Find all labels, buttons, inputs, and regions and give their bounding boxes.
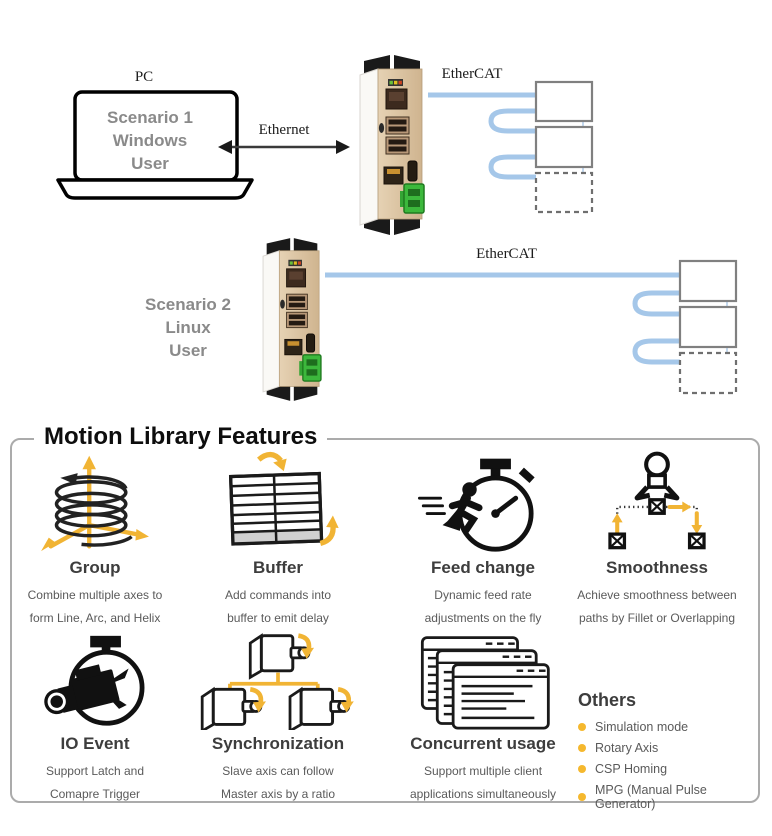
others-item: Rotary Axis — [578, 741, 764, 755]
others-item: Simulation mode — [578, 720, 764, 734]
controller-device-2 — [262, 238, 322, 401]
feature-others: Others Simulation mode Rotary Axis CSP H… — [578, 690, 764, 818]
others-item: CSP Homing — [578, 762, 764, 776]
slave-box — [678, 259, 738, 303]
features-title: Motion Library Features — [34, 423, 328, 451]
scenario1-title: Scenario 1 Windows User — [107, 108, 193, 173]
helix-axes-icon — [41, 455, 149, 552]
bullet-icon — [578, 744, 586, 752]
feature-name: Feed change — [431, 558, 535, 577]
ethercat-label-2: EtherCAT — [476, 246, 537, 262]
others-title: Others — [578, 690, 637, 710]
features-panel-border — [10, 438, 760, 803]
feature-concurrent-usage: Concurrent usage Support multiple client… — [388, 630, 578, 806]
others-item: MPG (Manual Pulse Generator) — [578, 783, 764, 811]
ethercat-chain-2 — [325, 259, 738, 395]
feature-name: Buffer — [252, 558, 304, 577]
buffer-stack-icon — [228, 451, 339, 546]
controller-device-1 — [359, 55, 425, 235]
ethercat-label-1: EtherCAT — [441, 66, 503, 82]
bullet-icon — [578, 793, 586, 801]
ethernet-arrow — [218, 140, 350, 154]
feature-name: Synchronization — [211, 734, 345, 753]
ethernet-label: Ethernet — [258, 122, 310, 138]
windows-stack-icon — [420, 636, 550, 730]
runner-stopwatch-icon — [418, 458, 535, 552]
ethercat-chain-1 — [428, 80, 594, 214]
pc-label: PC — [134, 69, 154, 85]
bullet-icon — [578, 723, 586, 731]
feature-name: Concurrent usage — [410, 734, 556, 753]
slave-box — [534, 80, 594, 123]
bullet-icon — [578, 765, 586, 773]
slave-box-dashed — [678, 351, 738, 395]
scenario2-title: Scenario 2 Linux User — [145, 295, 231, 360]
slave-box — [534, 125, 594, 169]
others-list: Simulation mode Rotary Axis CSP Homing M… — [578, 720, 764, 811]
gripper-path-icon — [608, 451, 706, 550]
feature-name: Smoothness — [605, 558, 709, 577]
feature-name: Group — [69, 558, 121, 577]
laptop-icon — [56, 90, 254, 200]
slave-box-dashed — [534, 171, 594, 214]
motors-tree-icon — [200, 632, 368, 730]
feature-name: IO Event — [60, 734, 130, 753]
slave-box — [678, 305, 738, 349]
camera-stopwatch-icon — [44, 635, 145, 726]
